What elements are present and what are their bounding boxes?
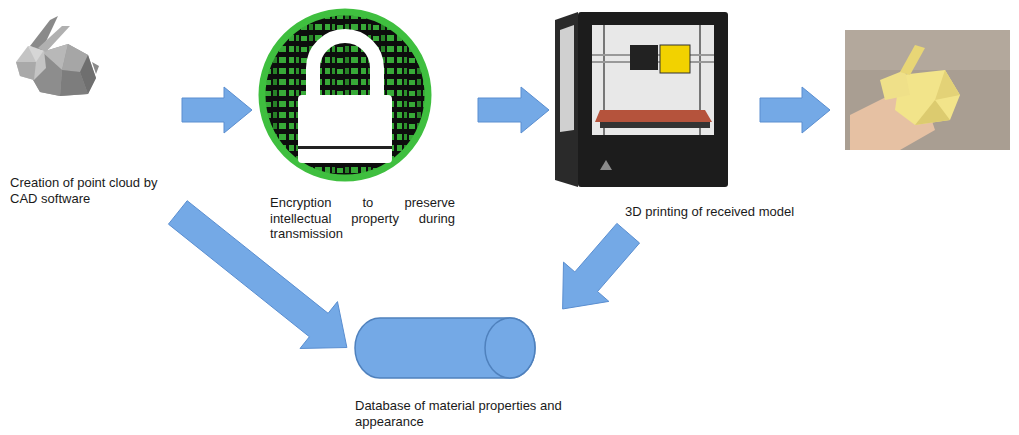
bunny-ear (38, 26, 70, 52)
printer-node: 3D printing of received model (553, 4, 823, 220)
flow-arrow (563, 223, 640, 309)
bunny-head (16, 46, 46, 80)
flow-arrow (182, 87, 252, 133)
caption-text: Database of material properties and appe… (355, 398, 595, 429)
database-cylinder (355, 318, 535, 378)
bunny-facet (80, 55, 96, 94)
encryption-node: Encryption to preserve intellectual prop… (258, 8, 470, 242)
caption-text: 3D printing of received model (625, 204, 818, 220)
code-texture (261, 11, 429, 179)
printer-bed (595, 110, 712, 122)
lock-ring (262, 12, 428, 178)
printer-bed-plate (600, 122, 710, 128)
lock-body (298, 95, 392, 163)
printer-side (555, 12, 578, 187)
printed-bunny-photo (845, 30, 1010, 150)
lock-shackle (313, 36, 377, 100)
bunny-tail (92, 62, 99, 74)
cylinder-cap (485, 318, 535, 378)
printer-motor (630, 45, 658, 70)
cad-bunny-model (16, 16, 99, 96)
printer-side-window (560, 25, 574, 132)
lock-disc (261, 11, 429, 179)
3d-printer-picture (555, 12, 728, 187)
flow-arrow (760, 87, 830, 133)
database-node: Database of material properties and appe… (350, 312, 600, 429)
flow-arrow (478, 87, 549, 133)
printer-frame (578, 12, 728, 187)
photo-bunny (900, 45, 925, 75)
printer-logo (600, 160, 612, 170)
caption-text: Creation of point cloud by CAD software (10, 175, 182, 206)
photo-ground (845, 30, 1010, 150)
cad-model-node: Creation of point cloud by CAD software (8, 8, 182, 206)
photo-bunny (935, 70, 960, 100)
caption-text: Encryption to preserve intellectual prop… (270, 195, 455, 242)
photo-ground (845, 30, 1010, 70)
printer-extruder (660, 45, 690, 73)
lock-band (298, 146, 392, 149)
photo-bunny (915, 100, 950, 125)
encryption-lock-icon (261, 11, 429, 179)
printer-opening (592, 25, 714, 135)
bunny-facet (16, 62, 36, 80)
cylinder-body (355, 318, 535, 378)
photo-bunny (880, 70, 910, 100)
